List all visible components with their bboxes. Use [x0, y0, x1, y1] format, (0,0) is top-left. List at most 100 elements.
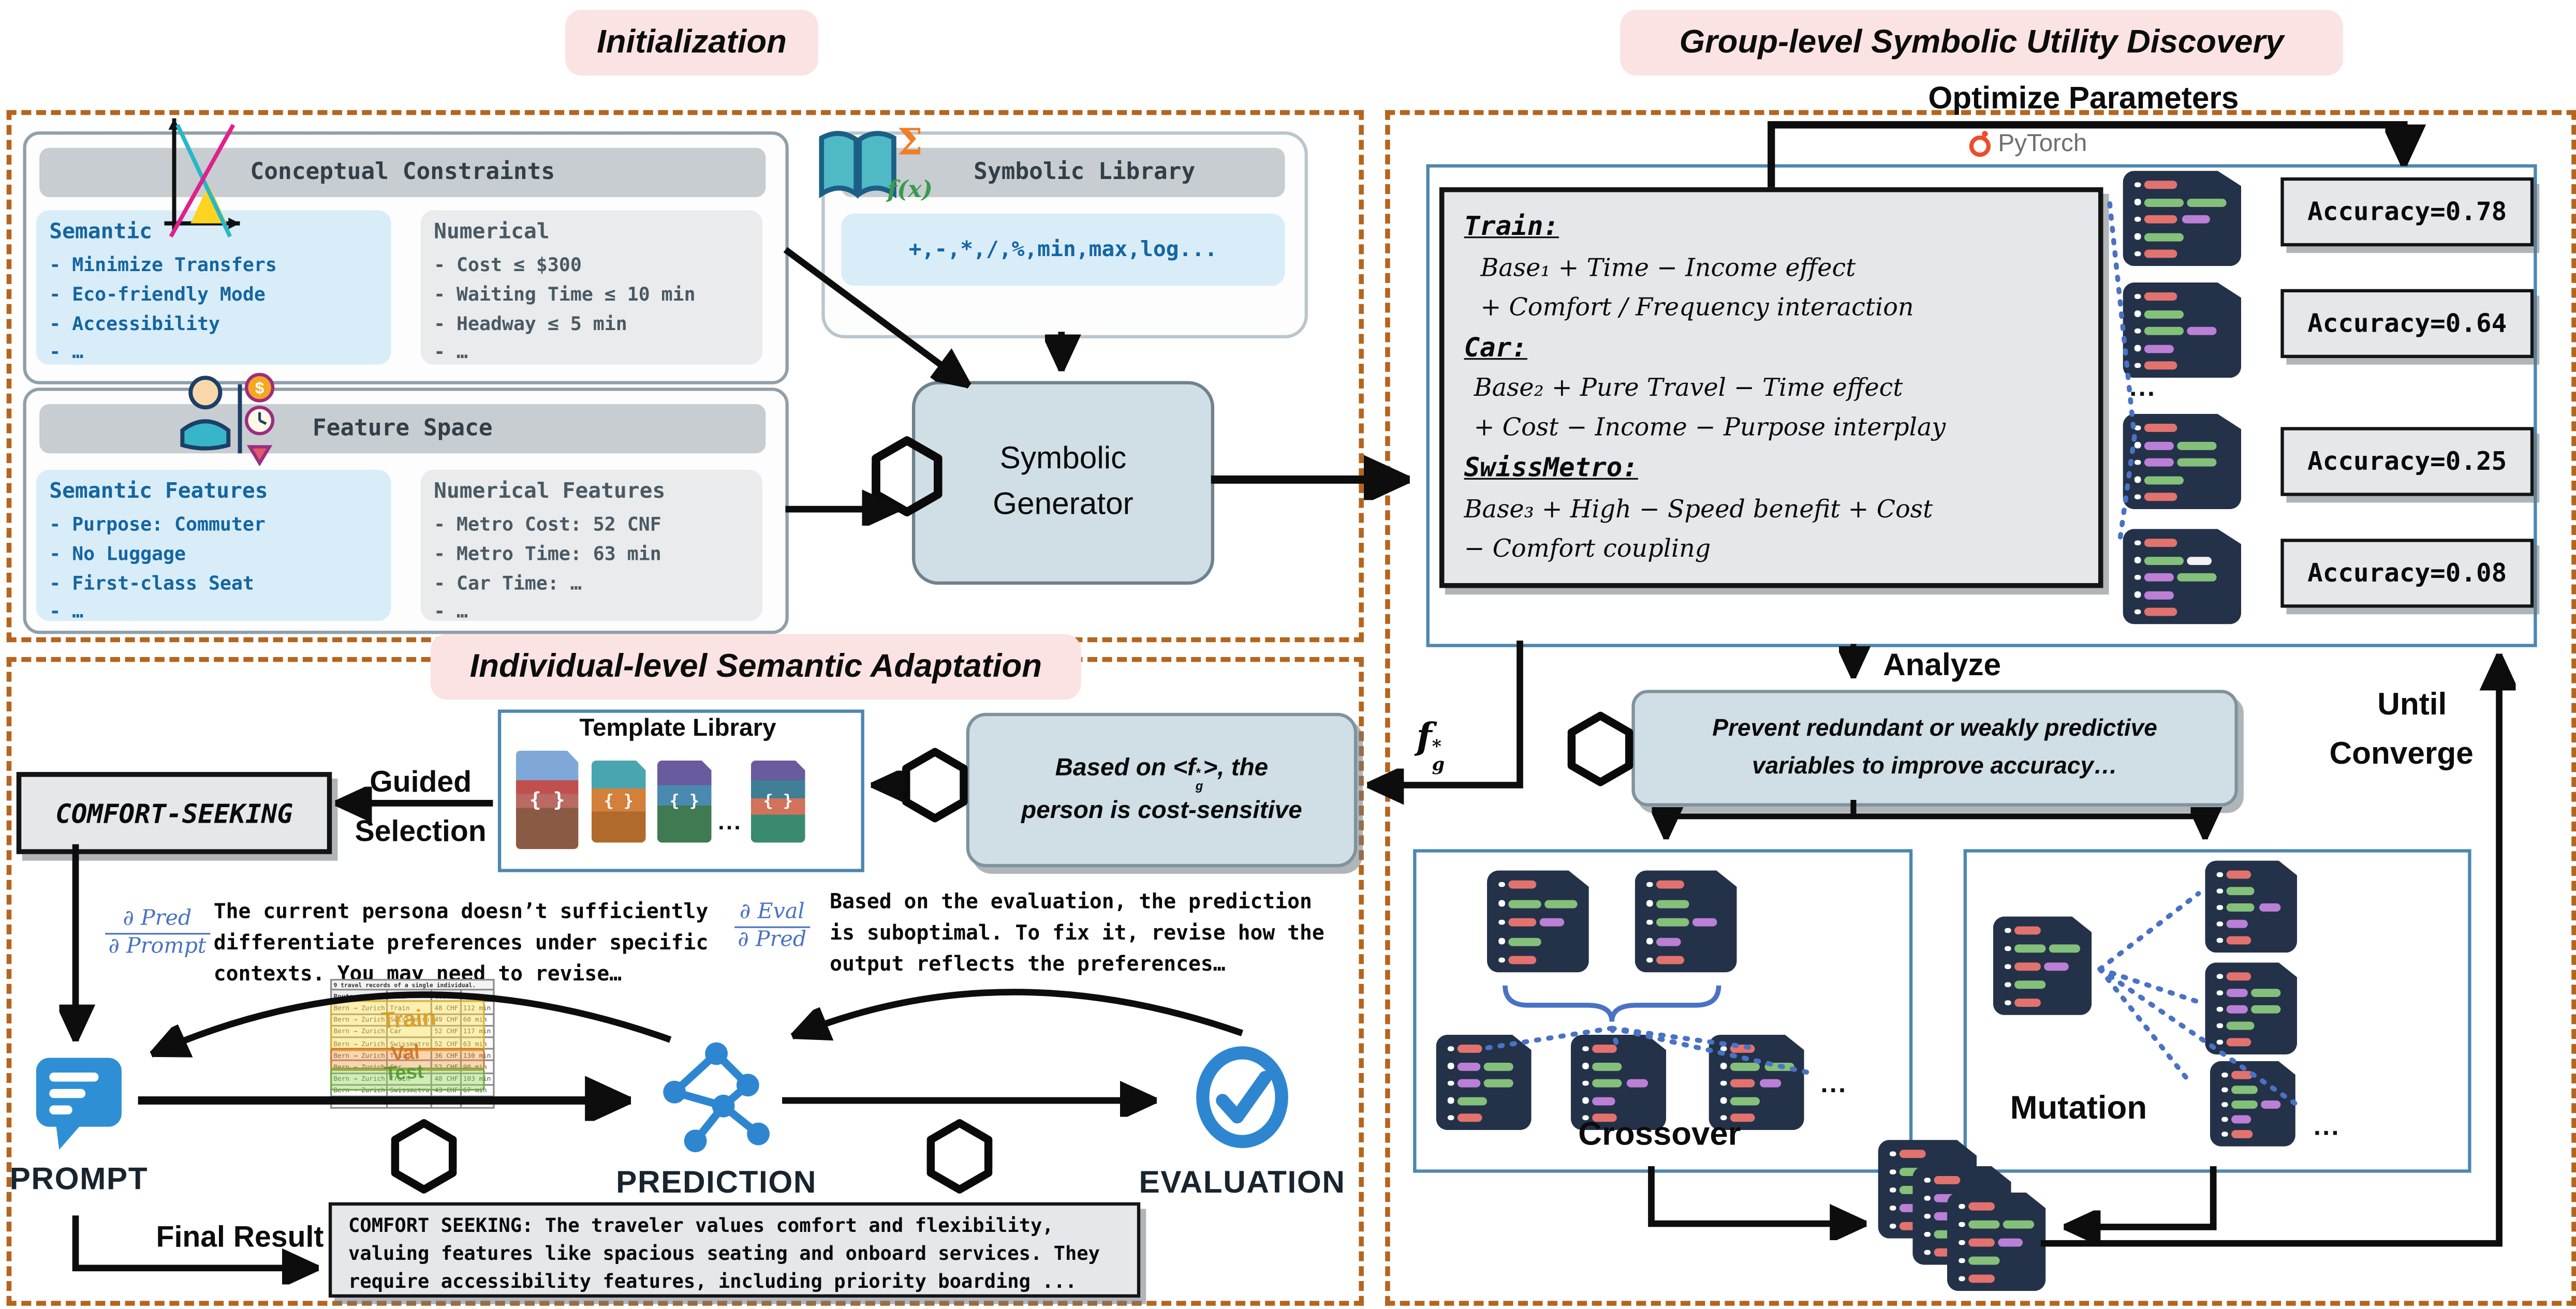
constraint-item: - Minimize Transfers: [49, 252, 277, 276]
evaluation-check-icon: [1196, 1046, 1288, 1149]
numerical-constraints-title: Numerical: [434, 220, 550, 245]
feature-item: - Metro Cost: 52 CNF: [434, 512, 661, 536]
persona-feedback-text: The current persona doesn’t sufficiently…: [213, 898, 709, 985]
generator-label-line1: Symbolic: [999, 441, 1127, 476]
feature-item: - …: [434, 600, 468, 623]
d-pred: ∂ Pred: [105, 906, 210, 935]
symbolic-generator-box: Symbolic Generator: [911, 381, 1215, 585]
fg-base: f: [1416, 716, 1432, 759]
pytorch-label: PyTorch: [1998, 129, 2087, 157]
ellipsis: ...: [2129, 374, 2157, 403]
accuracy-box: Accuracy=0.78: [2280, 177, 2534, 247]
feature-item: - First-class Seat: [49, 571, 254, 594]
persona-summary-box: Based on <f*g>, the person is cost-sensi…: [966, 712, 1358, 868]
gpt-icon: [381, 1113, 467, 1199]
accuracy-box: Accuracy=0.64: [2280, 289, 2534, 359]
code-file-icon: [2123, 282, 2242, 378]
conceptual-constraints-header: Conceptual Constraints: [39, 147, 766, 197]
feature-item: - Purpose: Commuter: [49, 512, 266, 536]
code-file-icon: [2123, 529, 2242, 624]
sigma-icon: Σ: [897, 121, 923, 165]
test-split-overlay: [330, 1067, 485, 1091]
ellipsis: ...: [2313, 1113, 2341, 1142]
constraint-item: - Accessibility: [49, 311, 220, 335]
template-library-title: Template Library: [579, 714, 776, 742]
gpt-icon: [861, 430, 953, 523]
eval-pred-gradient: ∂ Eval ∂ Pred: [734, 900, 810, 955]
constraint-item: - …: [49, 340, 84, 364]
numerical-features-title: Numerical Features: [434, 479, 666, 504]
numerical-features-box: Numerical Features - Metro Cost: 52 CNF …: [420, 469, 763, 623]
fg-star-label: f*g: [1417, 716, 1445, 774]
analyze-label: Analyze: [1883, 648, 2001, 683]
code-file-icon: [2123, 171, 2242, 266]
comfort-seeking-box: COMFORT-SEEKING: [16, 772, 332, 854]
formula-line: + Comfort / Frequency interaction: [1480, 291, 1914, 321]
feature-space-header: Feature Space: [39, 404, 766, 454]
code-file-icon: [2205, 962, 2298, 1055]
test-split-label: Test: [384, 1060, 424, 1085]
optimize-parameters-label: Optimize Parameters: [1928, 82, 2239, 117]
prediction-network-icon: [663, 1042, 770, 1153]
initialization-title: Initialization: [565, 10, 818, 76]
feature-item: - No Luggage: [49, 542, 186, 565]
fx-icon: f(x): [887, 177, 933, 204]
prompt-chat-icon: [36, 1058, 122, 1150]
traveler-person-icon: $: [180, 373, 275, 467]
table-cell: 48 CHF: [431, 1072, 462, 1085]
fg-sub: g: [1432, 754, 1445, 776]
table-cell: Bern → Zurich: [330, 1095, 389, 1109]
table-cell: 65 CHF: [431, 1095, 462, 1109]
constraint-item: - Cost ≤ $300: [434, 252, 582, 276]
semantic-features-title: Semantic Features: [49, 479, 268, 504]
final-result-label: Final Result: [156, 1219, 324, 1253]
converge-label: Converge: [2329, 737, 2474, 772]
feature-item: - …: [49, 600, 84, 623]
prediction-label: PREDICTION: [616, 1166, 817, 1201]
pred-prompt-gradient: ∂ Pred ∂ Prompt: [105, 906, 210, 961]
pytorch-flame-icon: [1969, 131, 1991, 157]
evaluation-feedback-text: Based on the evaluation, the prediction …: [830, 888, 1324, 975]
svg-text:$: $: [255, 378, 264, 397]
individual-title: Individual-level Semantic Adaptation: [430, 634, 1081, 700]
d-eval: ∂ Eval: [734, 900, 810, 929]
train-formula-head: Train:: [1464, 210, 1559, 242]
ellipsis: ...: [1820, 1070, 1848, 1099]
accuracy-box: Accuracy=0.25: [2280, 427, 2534, 496]
group-title: Group-level Symbolic Utility Discovery: [1620, 10, 2343, 76]
template-file-icon: { }: [591, 760, 646, 843]
semantic-constraints-title: Semantic: [49, 220, 153, 245]
formula-line: Base₁ + Time − Income effect: [1480, 252, 1856, 282]
persona-line2: person is cost-sensitive: [1021, 797, 1302, 825]
book-icon: [819, 131, 896, 199]
constraint-item: - Eco-friendly Mode: [49, 282, 266, 305]
persona-line1: Based on <f*g>, the: [1055, 753, 1269, 793]
code-file-icon: [1487, 870, 1589, 973]
table-caption: 9 travel records of a single individual.: [330, 979, 494, 991]
d-pred2: ∂ Pred: [738, 928, 807, 954]
gpt-icon: [1558, 706, 1643, 792]
constraints-chart-icon: [164, 118, 240, 238]
numerical-constraints-box: Numerical - Cost ≤ $300 - Waiting Time ≤…: [420, 210, 763, 365]
prevent-feedback-box: Prevent redundant or weakly predictive v…: [1631, 690, 2238, 807]
constraint-item: - …: [434, 340, 468, 364]
swissmetro-formula-head: SwissMetro:: [1464, 452, 1638, 483]
train-split-label: Train: [380, 1003, 437, 1034]
code-file-icon: [2123, 413, 2242, 510]
evaluation-label: EVALUATION: [1139, 1166, 1346, 1201]
table-cell: 72 min: [460, 1095, 494, 1109]
car-formula-head: Car:: [1464, 331, 1527, 363]
table-cell: Train: [387, 1072, 433, 1085]
until-label: Until: [2377, 688, 2447, 723]
d-prompt: ∂ Prompt: [108, 935, 207, 960]
operator-set: +,-,*,/,%,min,max,log...: [841, 213, 1285, 286]
code-file-icon: [1635, 870, 1737, 973]
utility-formula-box: Train: Base₁ + Time − Income effect + Co…: [1439, 187, 2103, 588]
final-result-box: COMFORT SEEKING: The traveler values com…: [328, 1202, 1141, 1298]
prevent-line2: variables to improve accuracy…: [1751, 753, 2118, 780]
prompt-label: PROMPT: [9, 1163, 149, 1198]
template-file-icon: { }: [657, 760, 712, 843]
mutation-label: Mutation: [2010, 1090, 2147, 1126]
constraint-item: - Headway ≤ 5 min: [434, 311, 627, 335]
